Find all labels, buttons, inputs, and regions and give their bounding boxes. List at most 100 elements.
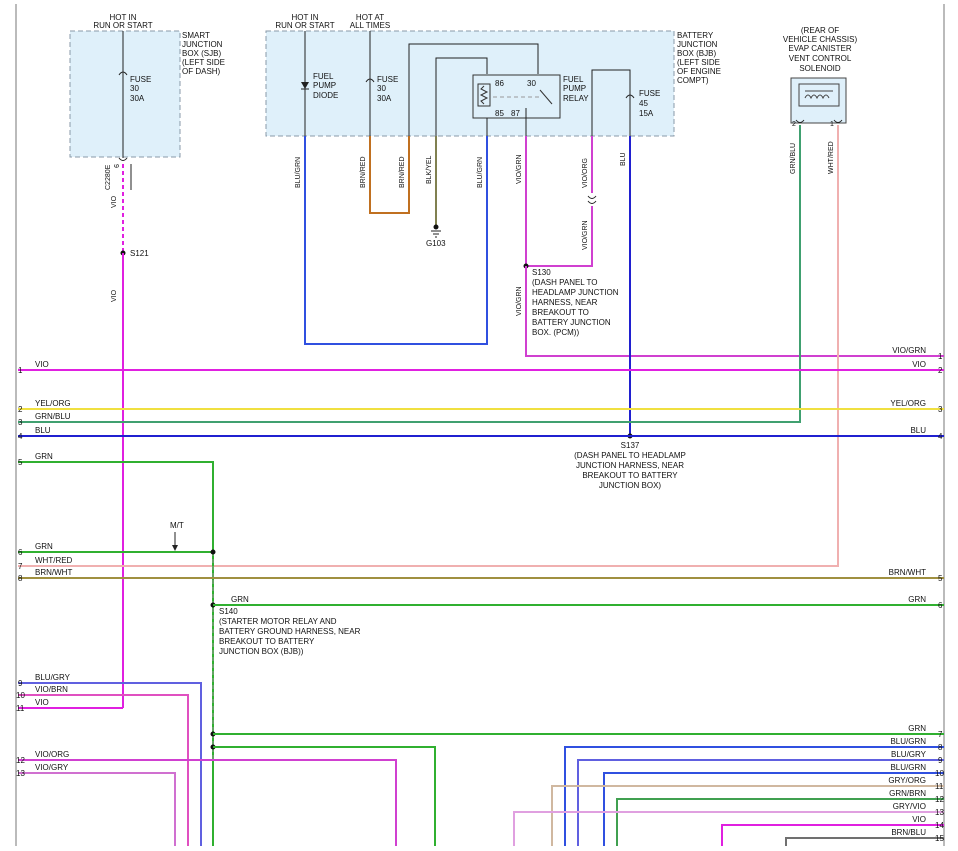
right-num-15: 15	[935, 834, 944, 843]
bjb-hot2-line1: HOT AT	[356, 13, 384, 22]
wire-vio-gry	[18, 772, 176, 846]
svg-text:COMPT): COMPT)	[677, 76, 709, 85]
left-num-6: 6	[18, 548, 23, 557]
left-num-5: 5	[18, 458, 23, 467]
left-num-11: 11	[16, 704, 25, 713]
wire-vio-grn-out	[525, 266, 944, 357]
wire-wht-red	[18, 125, 839, 567]
left-num-2: 2	[18, 405, 23, 414]
wire-gry-org	[551, 785, 944, 846]
sjb-box	[69, 30, 181, 158]
wire-blu-grn-loop	[304, 136, 488, 345]
left-num-9: 9	[18, 679, 23, 688]
splice-s140: S140 (STARTER MOTOR RELAY AND BATTERY GR…	[219, 607, 361, 656]
svg-text:(DASH PANEL TO: (DASH PANEL TO	[532, 278, 598, 287]
right-label-8: BLU/GRN	[890, 737, 926, 746]
svg-text:(LEFT SIDE: (LEFT SIDE	[677, 58, 720, 67]
svg-text:FUEL: FUEL	[313, 72, 334, 81]
svg-text:87: 87	[511, 109, 520, 118]
bjb-hot1-line1: HOT IN	[292, 13, 319, 22]
svg-text:30: 30	[377, 84, 386, 93]
svg-text:S140: S140	[219, 607, 238, 616]
wire-label-vio-grn-3: VIO/GRN	[582, 220, 589, 250]
left-label-4: BLU	[35, 426, 51, 435]
right-num-13: 13	[935, 808, 944, 817]
left-num-13: 13	[16, 769, 25, 778]
wire-label-vio-grn-1: VIO/GRN	[516, 154, 523, 184]
right-num-8: 8	[938, 743, 943, 752]
relay-coil-icon	[477, 83, 491, 107]
left-label-9: BLU/GRY	[35, 673, 71, 682]
sjb-hot-label-2: RUN OR START	[93, 21, 152, 30]
mt-arrow-icon	[172, 545, 178, 551]
left-num-3: 3	[18, 418, 23, 427]
right-label-5: BRN/WHT	[889, 568, 926, 577]
wire-vio-brn	[18, 694, 189, 846]
right-num-5: 5	[938, 574, 943, 583]
bjb-fuse30-label: FUSE 30 30A	[377, 75, 398, 103]
svg-text:S137: S137	[621, 441, 640, 450]
svg-text:JUNCTION: JUNCTION	[182, 40, 223, 49]
wire-grn-blu	[18, 125, 801, 423]
right-label-7: GRN	[908, 724, 926, 733]
wire-label-blu-grn-1: BLU/GRN	[295, 157, 302, 188]
wire-label-vio-2: VIO	[111, 289, 118, 302]
svg-text:DIODE: DIODE	[313, 91, 338, 100]
left-num-7: 7	[18, 562, 23, 571]
relay-switch-icon	[539, 89, 553, 105]
svg-text:VENT CONTROL: VENT CONTROL	[789, 54, 852, 63]
svg-text:PUMP: PUMP	[563, 84, 586, 93]
svg-text:86: 86	[495, 79, 504, 88]
wire-label-blu: BLU	[620, 152, 627, 166]
left-label-7: WHT/RED	[35, 556, 73, 565]
sjb-pin: 9	[112, 164, 119, 168]
svg-text:FUSE: FUSE	[639, 89, 660, 98]
solenoid-title: (REAR OF VEHICLE CHASSIS) EVAP CANISTER …	[783, 26, 858, 73]
wire-label-grn-blu: GRN/BLU	[790, 143, 797, 174]
left-label-3: GRN/BLU	[35, 412, 71, 421]
right-label-4: BLU	[910, 426, 926, 435]
left-label-12: VIO/ORG	[35, 750, 69, 759]
wire-blu-gry-9	[577, 759, 944, 846]
right-label-13: GRY/VIO	[893, 802, 926, 811]
bjb-box	[265, 30, 675, 137]
right-num-9: 9	[938, 756, 943, 765]
sjb-title: SMART JUNCTION BOX (SJB) (LEFT SIDE OF D…	[182, 31, 225, 76]
svg-text:30: 30	[527, 79, 536, 88]
wire-vio-org-lower	[526, 206, 593, 267]
wire-brn-blu	[785, 837, 944, 846]
svg-text:BATTERY GROUND HARNESS, NEAR: BATTERY GROUND HARNESS, NEAR	[219, 627, 361, 636]
ground-dot	[433, 224, 439, 230]
wire-vio-org-12	[18, 759, 397, 846]
svg-text:(REAR OF: (REAR OF	[801, 26, 839, 35]
splice-s130: S130 (DASH PANEL TO HEADLAMP JUNCTION HA…	[532, 268, 619, 337]
svg-text:BOX. (PCM)): BOX. (PCM))	[532, 328, 579, 337]
wire-label-brn-red-2: BRN/RED	[399, 156, 406, 188]
right-num-11: 11	[935, 782, 944, 791]
svg-text:HARNESS, NEAR: HARNESS, NEAR	[532, 298, 598, 307]
svg-text:BOX (BJB): BOX (BJB)	[677, 49, 716, 58]
svg-text:30A: 30A	[130, 94, 145, 103]
bjb-fuse45-symbol	[625, 94, 635, 99]
vio-org-connector-symbol	[587, 195, 597, 204]
wire-label-wht-red: WHT/RED	[828, 141, 835, 174]
svg-text:BATTERY: BATTERY	[677, 31, 714, 40]
svg-text:(LEFT SIDE: (LEFT SIDE	[182, 58, 225, 67]
wire-grn-brn	[616, 798, 944, 846]
svg-text:RELAY: RELAY	[563, 94, 589, 103]
bjb-title: BATTERY JUNCTION BOX (BJB) (LEFT SIDE OF…	[677, 31, 721, 85]
svg-text:BREAKOUT TO BATTERY: BREAKOUT TO BATTERY	[219, 637, 315, 646]
ground-label: G103	[426, 239, 446, 248]
left-label-6: GRN	[35, 542, 53, 551]
wire-brn-red-loop	[369, 136, 410, 214]
svg-text:SOLENOID: SOLENOID	[799, 64, 841, 73]
solenoid-pin2-symbol	[795, 119, 805, 123]
left-label-10: VIO/BRN	[35, 685, 68, 694]
svg-text:VEHICLE CHASSIS): VEHICLE CHASSIS)	[783, 35, 858, 44]
right-num-3: 3	[938, 405, 943, 414]
right-label-11: GRY/ORG	[888, 776, 926, 785]
bjb-relay-feed	[408, 43, 539, 136]
splice-mt-dot	[210, 549, 216, 555]
wire-blu-grn-8	[564, 746, 944, 846]
svg-text:BREAKOUT TO: BREAKOUT TO	[532, 308, 589, 317]
